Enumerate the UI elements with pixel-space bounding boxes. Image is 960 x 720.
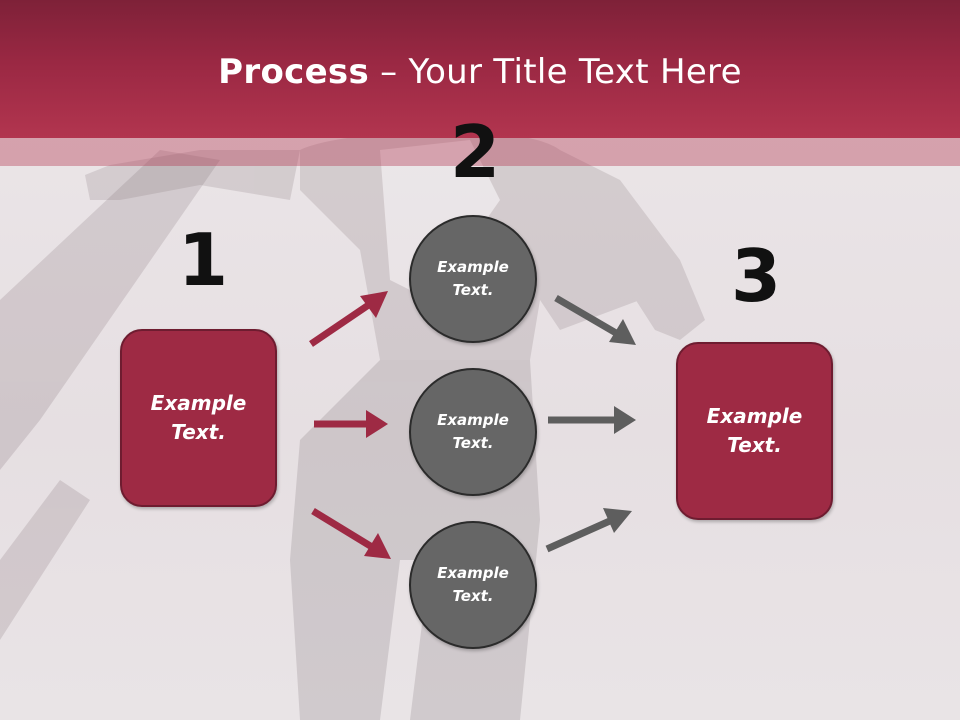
middle-circle-top-text: Example Text. <box>437 258 509 299</box>
middle-circle-center-text: Example Text. <box>437 411 509 452</box>
step-number-1: 1 <box>178 218 229 302</box>
right-step-box: Example Text. <box>676 342 833 520</box>
right-step-box-text: Example Text. <box>706 404 803 457</box>
step-number-2: 2 <box>450 110 501 194</box>
middle-circle-top: Example Text. <box>409 215 537 343</box>
middle-circle-bottom: Example Text. <box>409 521 537 649</box>
title-rest: – Your Title Text Here <box>369 52 742 92</box>
left-step-box-text: Example Text. <box>150 391 247 444</box>
middle-circle-center: Example Text. <box>409 368 537 496</box>
step-number-3: 3 <box>731 234 782 318</box>
middle-circle-bottom-text: Example Text. <box>437 564 509 605</box>
left-step-box: Example Text. <box>120 329 277 507</box>
header-bar <box>0 0 960 138</box>
header-band <box>0 138 960 166</box>
slide-title: Process – Your Title Text Here <box>0 52 960 92</box>
title-bold: Process <box>218 52 370 92</box>
